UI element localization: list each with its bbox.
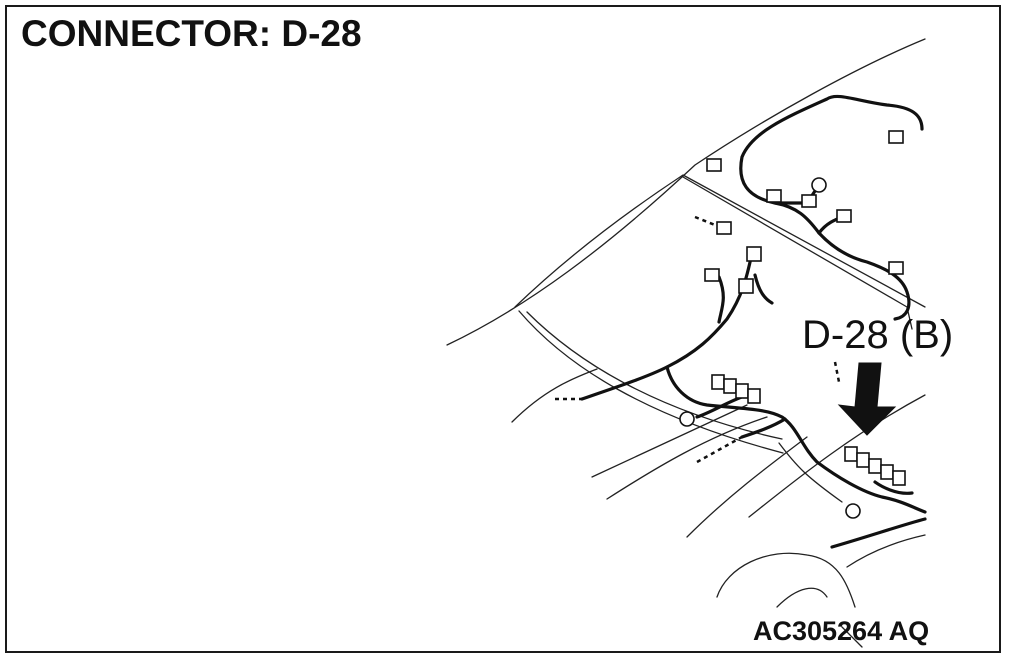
d28-connector-3	[868, 458, 882, 474]
d28-connector-1	[844, 446, 858, 462]
body-line	[748, 394, 926, 518]
windshield-lower-edge	[518, 310, 784, 454]
body-line-4	[841, 626, 863, 648]
harness-dashed-end-4	[833, 361, 841, 383]
roof-connector-4	[801, 194, 817, 208]
d28-branch	[873, 480, 914, 495]
pillar-connector-2	[746, 246, 762, 262]
roof-ground-terminal	[811, 177, 827, 193]
dash-line	[511, 368, 598, 423]
dash-branch-2	[740, 417, 787, 439]
pillar-connector-4	[738, 278, 754, 294]
roof-connector-2	[706, 158, 722, 172]
dash-line-2	[591, 404, 748, 478]
dash-line-4	[686, 436, 808, 538]
roof-edge-line	[446, 38, 926, 346]
fender-arch-2	[776, 587, 828, 608]
vehicle-harness-illustration	[446, 38, 927, 648]
lower-ground-terminal	[845, 503, 861, 519]
windshield-side-edge	[682, 176, 913, 330]
page-title: CONNECTOR: D-28	[21, 13, 362, 54]
pillar-branch-2	[717, 275, 725, 324]
harness-dashed-end-2	[696, 435, 743, 464]
roof-harness-wire	[739, 94, 924, 321]
windshield-upper-edge	[514, 174, 926, 308]
dash-line-3	[606, 416, 768, 500]
lower-harness-wire	[830, 517, 927, 549]
figure-id: AC305264 AQ	[753, 616, 930, 646]
pillar-harness-wire	[580, 251, 754, 401]
harness-dashed-end-3	[694, 215, 716, 227]
d28-connector-5	[892, 470, 906, 486]
roof-connector-5	[836, 209, 852, 223]
dash-connector-1	[711, 374, 725, 390]
d28-connector-4	[880, 464, 894, 480]
body-line-3	[846, 534, 926, 568]
body-line-2	[778, 442, 843, 503]
d28-connector-2	[856, 452, 870, 468]
roof-connector-3	[766, 189, 782, 203]
roof-connector-1	[888, 130, 904, 144]
dash-connector-2	[723, 378, 737, 394]
windshield-inner-edge	[526, 311, 783, 440]
dash-connector-3	[735, 383, 749, 399]
connector-callout-label: D-28 (B)	[802, 313, 954, 357]
fender-arch	[716, 552, 856, 608]
d28-pointer-arrow	[837, 362, 897, 436]
dash-ground-terminal	[679, 411, 695, 427]
pillar-connector-1	[716, 221, 732, 235]
dash-connector-4	[747, 388, 761, 404]
pillar-connector-3	[704, 268, 720, 282]
diagram-frame: CONNECTOR: D-28 D-28 (B) AC305264 AQ	[5, 5, 1001, 653]
roof-connector-6	[888, 261, 904, 275]
pillar-branch	[753, 273, 774, 305]
dash-harness-wire	[665, 365, 927, 514]
